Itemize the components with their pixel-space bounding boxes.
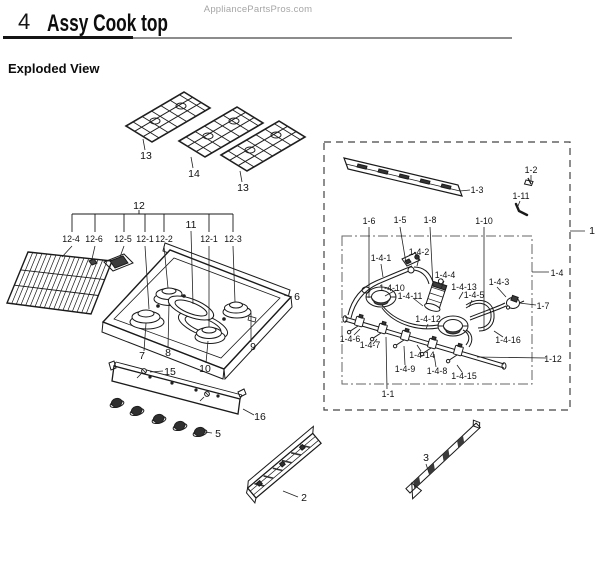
page-number: 4 — [18, 9, 31, 34]
callout-1-4-13: 1-4-13 — [451, 282, 477, 292]
callout-9: 9 — [250, 341, 256, 353]
callout-grate-center-14: 14 — [188, 168, 200, 180]
watermark-text: AppliancePartsPros.com — [203, 4, 313, 15]
callout-12-6: 12-6 — [85, 234, 103, 244]
callout-1-4-14: 1-4-14 — [409, 350, 435, 360]
callout-1-4-12: 1-4-12 — [415, 314, 441, 324]
grate-right-13 — [220, 120, 306, 172]
screw-15 — [136, 368, 210, 402]
callout-1-6: 1-6 — [363, 216, 376, 226]
section-label: Exploded View — [8, 61, 100, 76]
rail-3 — [405, 419, 481, 500]
header-rule-right — [133, 37, 512, 39]
support-bracket-1-3 — [343, 157, 463, 197]
page-title: Assy Cook top — [47, 10, 168, 37]
callout-grate-right-13: 13 — [237, 182, 249, 194]
callout-1-4-6: 1-4-6 — [340, 334, 361, 344]
plate-12-5 — [103, 253, 134, 272]
clip-1-2 — [523, 177, 534, 187]
callout-12-3: 12-3 — [224, 234, 242, 244]
callout-1-4-2: 1-4-2 — [409, 247, 430, 257]
front-frame-16 — [108, 360, 247, 415]
callout-1-3: 1-3 — [471, 185, 484, 195]
callout-6: 6 — [294, 291, 300, 303]
packing-12-6 — [88, 258, 98, 266]
callout-1-4-10: 1-4-10 — [379, 283, 405, 293]
leader-lines — [61, 138, 585, 498]
callout-1-7: 1-7 — [537, 301, 550, 311]
callout-10: 10 — [199, 363, 211, 375]
callout-group-12: 12 — [133, 200, 145, 212]
header-rule-left — [3, 36, 133, 39]
wire-rack-12-4 — [6, 251, 113, 315]
callout-12-5: 12-5 — [114, 234, 132, 244]
outer-dashed-box-1 — [323, 141, 571, 411]
callout-1-4-8: 1-4-8 — [427, 366, 448, 376]
callout-1-2: 1-2 — [525, 165, 538, 175]
grate-left-13 — [125, 91, 211, 143]
callout-12-2: 12-2 — [155, 234, 173, 244]
igniter-dots — [156, 294, 226, 321]
callout-5: 5 — [215, 428, 221, 440]
callout-1-4-16: 1-4-16 — [495, 335, 521, 345]
callout-1-4-1: 1-4-1 — [371, 253, 392, 263]
callout-1-1: 1-1 — [382, 389, 395, 399]
callout-grate-left-13: 13 — [140, 150, 152, 162]
callout-15: 15 — [164, 366, 176, 378]
callout-1-5: 1-5 — [394, 215, 407, 225]
callout-2: 2 — [301, 492, 307, 504]
callout-1-4-7: 1-4-7 — [360, 340, 381, 350]
callout-1-10: 1-10 — [475, 216, 493, 226]
burner-cap-7 — [129, 309, 165, 330]
callout-1-4: 1-4 — [551, 268, 564, 278]
callout-12-4: 12-4 — [62, 234, 80, 244]
callout-12-1-left: 12-1 — [136, 234, 154, 244]
callout-1-4-5: 1-4-5 — [464, 290, 485, 300]
callout-1-4-4: 1-4-4 — [435, 270, 456, 280]
callout-1-4-3: 1-4-3 — [489, 277, 510, 287]
callout-12-1-right: 12-1 — [200, 234, 218, 244]
callout-1-8: 1-8 — [424, 215, 437, 225]
callout-1-12: 1-12 — [544, 354, 562, 364]
bracket-12-lines — [71, 210, 234, 232]
burner-cap-9 — [222, 301, 252, 319]
bracket-2 — [245, 425, 322, 504]
knobs-5 — [108, 396, 209, 439]
callout-16: 16 — [254, 411, 266, 423]
callout-3: 3 — [423, 452, 429, 464]
callout-1-4-9: 1-4-9 — [395, 364, 416, 374]
callout-7: 7 — [139, 350, 145, 362]
grate-center-14 — [178, 106, 264, 158]
inner-dashdot-box-1-4 — [341, 235, 533, 385]
callout-1-4-11: 1-4-11 — [398, 291, 423, 301]
callout-1: 1 — [589, 225, 595, 237]
burner-cap-10 — [194, 326, 226, 344]
callout-1-11: 1-11 — [513, 191, 530, 201]
pin-1-11 — [514, 202, 529, 217]
callout-11: 11 — [186, 219, 197, 231]
callout-1-4-15: 1-4-15 — [451, 371, 477, 381]
callout-8: 8 — [165, 347, 171, 359]
